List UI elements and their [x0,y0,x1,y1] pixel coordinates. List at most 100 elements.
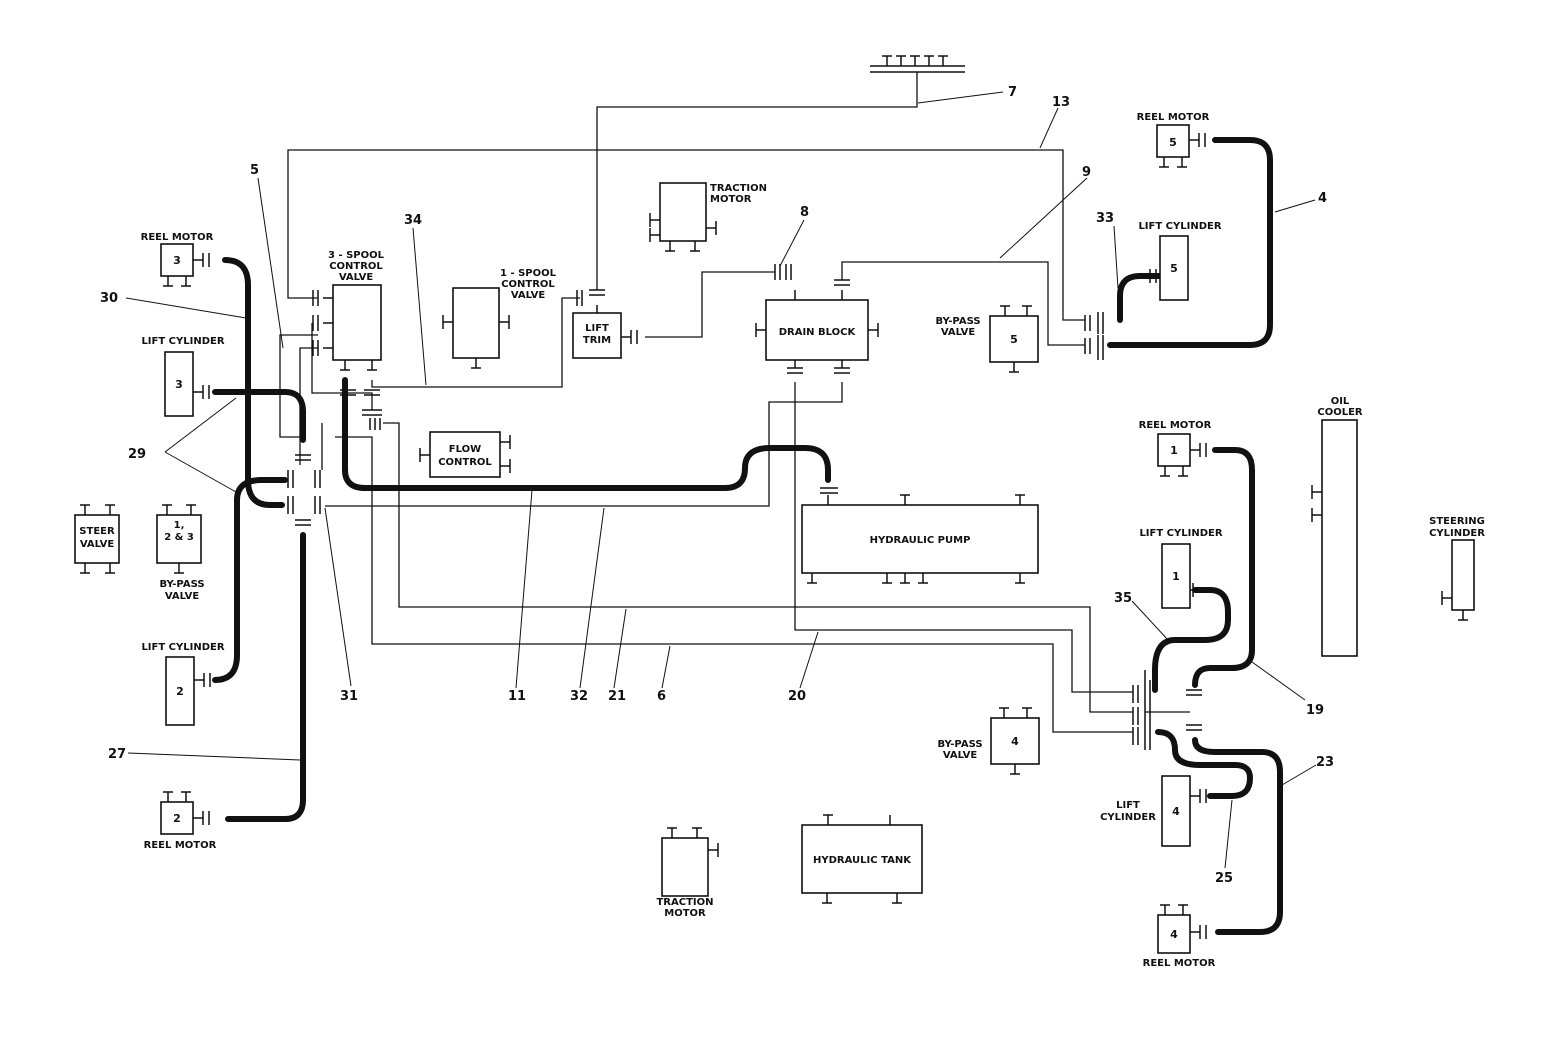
line-20 [794,382,1133,693]
svg-text:MOTOR: MOTOR [710,194,752,205]
svg-text:2: 2 [173,812,181,825]
svg-text:COOLER: COOLER [1317,407,1363,418]
line-32 [325,401,795,507]
svg-text:5: 5 [1170,262,1178,275]
svg-text:MOTOR: MOTOR [664,908,706,919]
svg-text:OIL: OIL [1331,396,1350,407]
hose-19 [1192,447,1255,688]
line-5 [279,334,318,465]
svg-text:VALVE: VALVE [80,539,115,550]
lift-cylinder-5: LIFT CYLINDER 5 [1138,221,1222,301]
line-drain-right [795,382,843,403]
callout-8: 8 [800,205,809,220]
callout-4: 4 [1318,191,1327,206]
bypass-valve-5: BY-PASS VALVE 5 [935,305,1039,373]
svg-text:TRACTION: TRACTION [710,183,767,194]
bypass-valve-4: BY-PASS VALVE 4 [937,707,1040,775]
hose-11 [342,377,831,491]
svg-text:CYLINDER: CYLINDER [1429,528,1485,539]
oil-cooler: OIL COOLER [1311,396,1363,657]
svg-text:2 & 3: 2 & 3 [164,532,194,543]
callout-11: 11 [508,689,526,704]
svg-text:REEL MOTOR: REEL MOTOR [1137,112,1210,123]
svg-text:1: 1 [1170,444,1178,457]
callout-9: 9 [1082,165,1091,180]
bypass-valve-1-2-3: 1, 2 & 3 BY-PASS VALVE [156,504,205,602]
svg-text:STEER: STEER [79,526,115,537]
hose-29b [212,477,288,683]
svg-text:3: 3 [175,378,183,391]
drain-block: DRAIN BLOCK [755,290,879,368]
flow-control: FLOW CONTROL [419,431,511,478]
svg-text:4: 4 [1011,735,1019,748]
line-6 [335,436,1133,733]
callout-13: 13 [1052,95,1070,110]
reel-motor-3: REEL MOTOR 3 [141,232,214,287]
svg-text:1,: 1, [174,520,185,531]
hydraulic-tank: HYDRAULIC TANK [801,814,923,904]
hose-29a [212,389,306,443]
line-21 [383,422,1133,713]
svg-text:BY-PASS: BY-PASS [937,739,982,750]
hoses [212,137,1283,935]
svg-text:REEL MOTOR: REEL MOTOR [1139,420,1212,431]
svg-text:LIFT CYLINDER: LIFT CYLINDER [1139,528,1222,539]
callout-23: 23 [1316,755,1334,770]
hose-27 [225,532,306,822]
line-7 [596,72,918,290]
hose-4 [1107,137,1273,348]
svg-text:VALVE: VALVE [943,750,978,761]
callout-25: 25 [1215,871,1233,886]
svg-text:CONTROL: CONTROL [438,457,492,468]
svg-text:VALVE: VALVE [339,272,374,283]
callout-32: 32 [570,689,588,704]
svg-text:LIFT CYLINDER: LIFT CYLINDER [1138,221,1221,232]
line-13 [287,149,1085,321]
hose-30 [222,257,285,508]
lift-cylinder-3: LIFT CYLINDER 3 [141,336,225,417]
svg-text:4: 4 [1172,805,1180,818]
svg-text:STEERING: STEERING [1429,516,1485,527]
line-9 [841,261,1085,346]
lift-cylinder-1: LIFT CYLINDER 1 [1139,528,1223,609]
callout-19: 19 [1306,703,1324,718]
callout-31: 31 [340,689,358,704]
reel-motor-1: REEL MOTOR 1 [1139,420,1212,477]
traction-motor-bottom: TRACTION MOTOR [656,827,719,919]
callout-27: 27 [108,747,126,762]
reel-motor-2: 2 REEL MOTOR [144,791,217,851]
lift-cylinder-2: LIFT CYLINDER 2 [141,642,225,726]
callout-34: 34 [404,213,422,228]
svg-text:CYLINDER: CYLINDER [1100,812,1156,823]
svg-text:LIFT: LIFT [1116,800,1140,811]
svg-text:2: 2 [176,685,184,698]
svg-text:5: 5 [1010,333,1018,346]
traction-motor-top: TRACTION MOTOR [649,182,767,252]
hose-35 [1152,587,1231,693]
callout-6: 6 [657,689,666,704]
svg-text:LIFT CYLINDER: LIFT CYLINDER [141,336,224,347]
svg-text:REEL MOTOR: REEL MOTOR [144,840,217,851]
svg-text:1 - SPOOL: 1 - SPOOL [500,268,557,279]
line-8 [645,271,775,338]
svg-text:5: 5 [1169,136,1177,149]
svg-text:TRACTION: TRACTION [656,897,713,908]
callout-35: 35 [1114,591,1132,606]
svg-text:3 - SPOOL: 3 - SPOOL [328,250,385,261]
leader-lines [125,91,1317,869]
steer-valve: STEER VALVE [74,504,120,574]
one-spool-control-valve: 1 - SPOOL CONTROL VALVE [442,268,557,369]
three-spool-control-valve: 3 - SPOOL CONTROL VALVE [323,250,385,371]
callout-21: 21 [608,689,626,704]
svg-text:4: 4 [1170,928,1178,941]
fittings [287,264,1202,750]
svg-text:REEL MOTOR: REEL MOTOR [1143,958,1216,969]
line-34 [371,297,580,388]
svg-text:3: 3 [173,254,181,267]
svg-text:HYDRAULIC TANK: HYDRAULIC TANK [813,855,912,866]
svg-text:CONTROL: CONTROL [501,279,555,290]
svg-text:REEL MOTOR: REEL MOTOR [141,232,214,243]
callout-7: 7 [1008,85,1017,100]
svg-text:LIFT: LIFT [585,323,609,334]
